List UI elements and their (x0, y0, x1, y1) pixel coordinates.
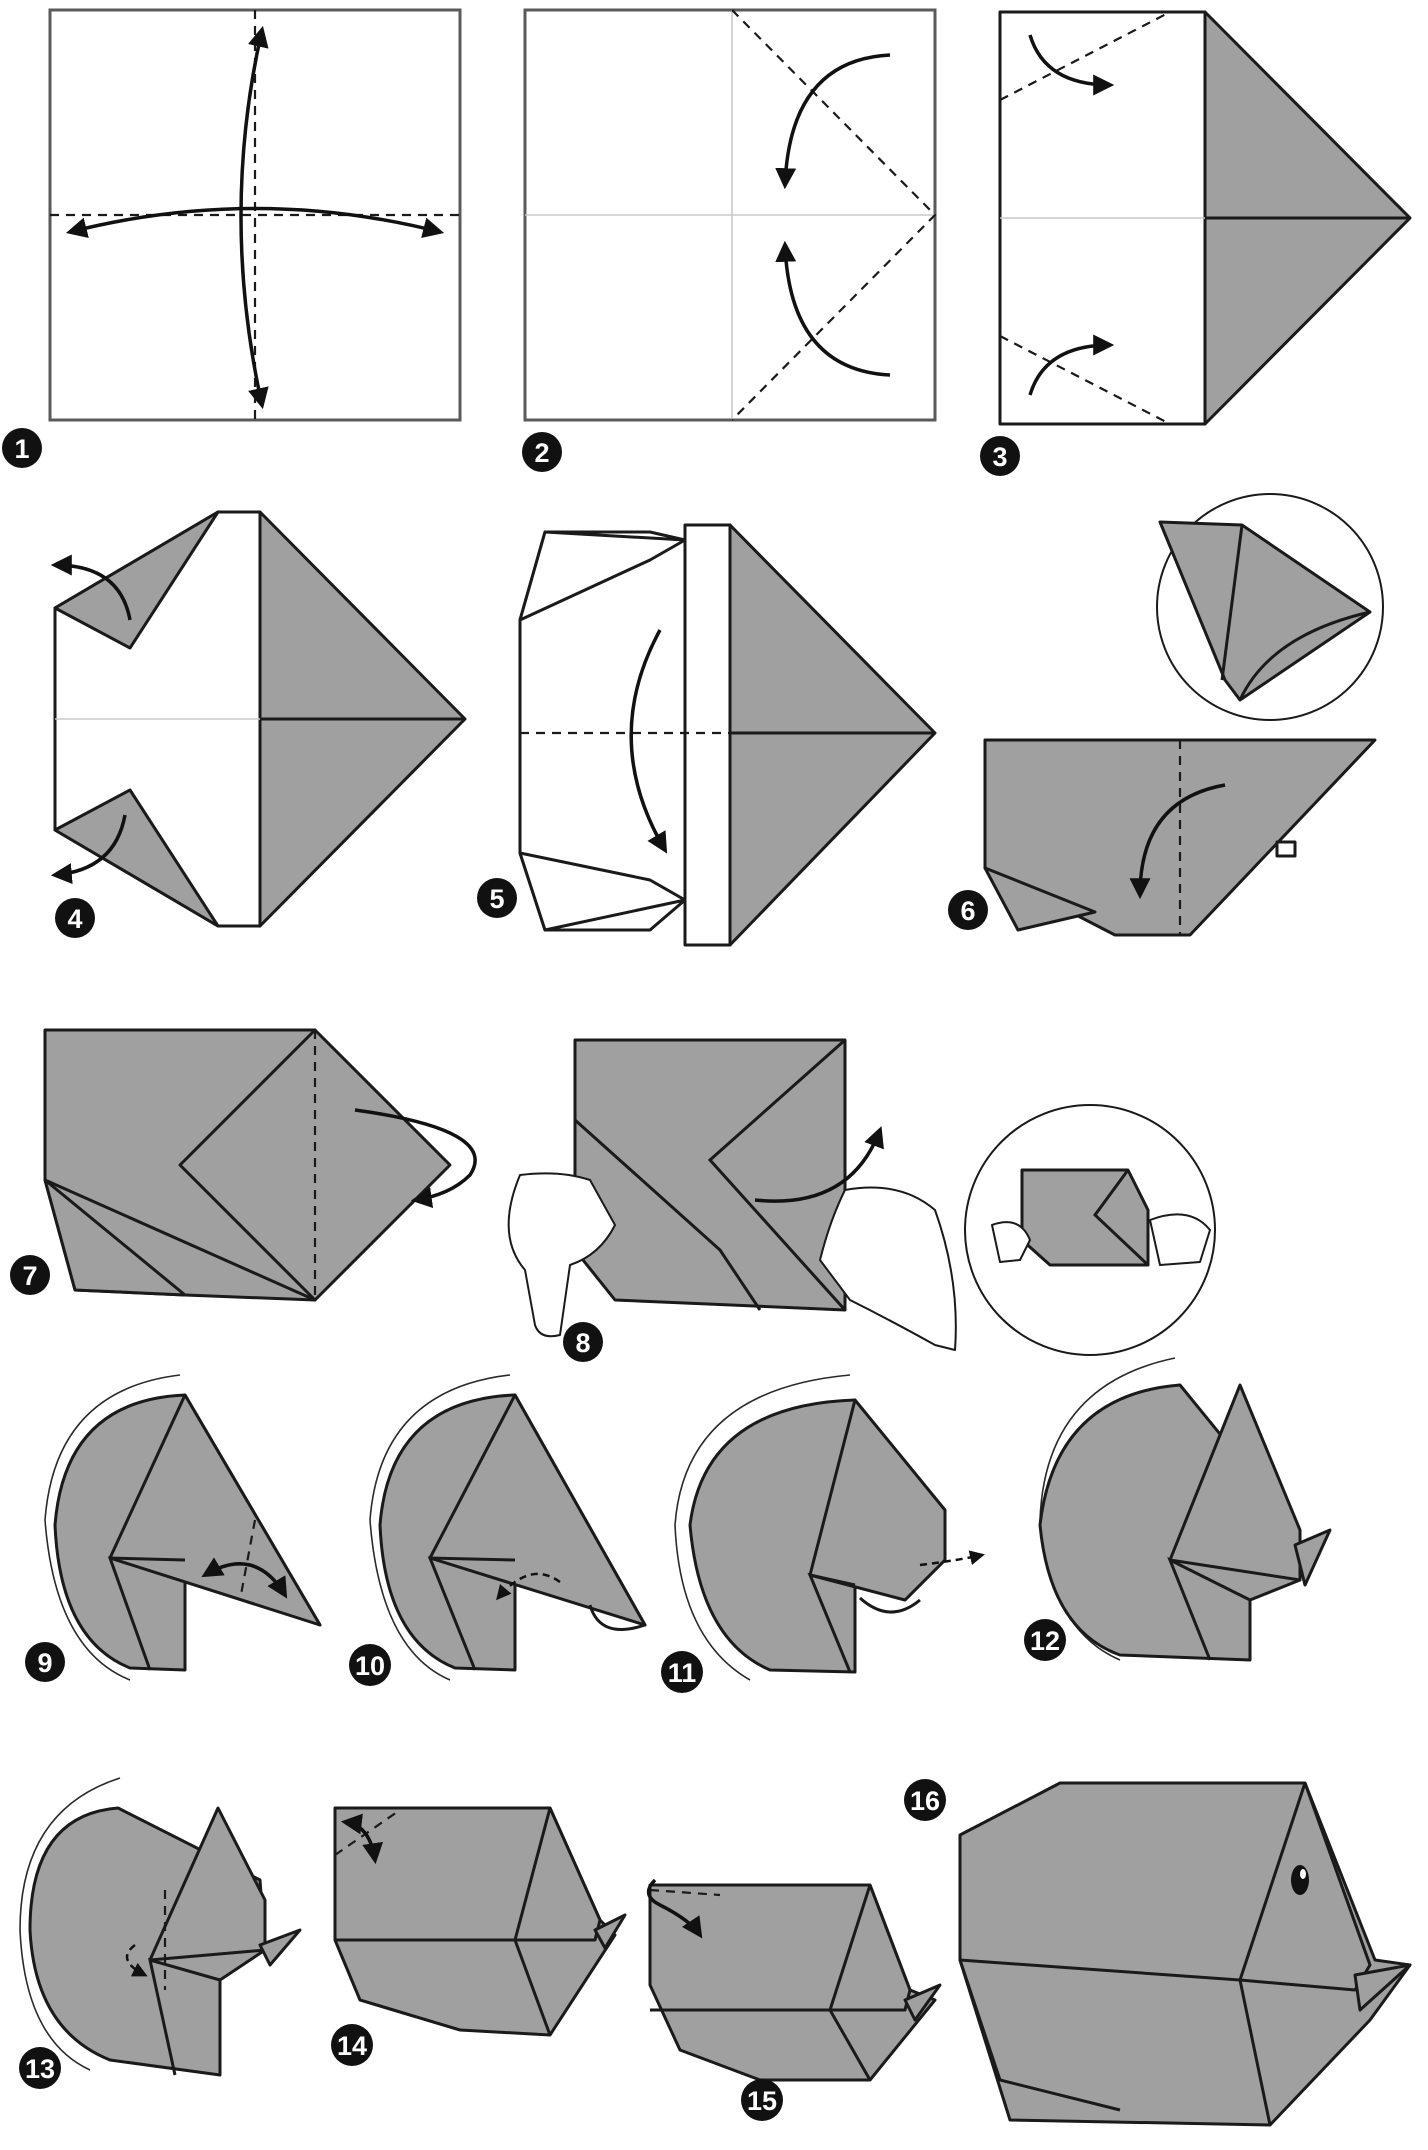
step-11 (674, 1374, 985, 1681)
svg-text:7: 7 (22, 1261, 37, 1291)
step-label-7: 7 (10, 1255, 50, 1295)
svg-text:8: 8 (575, 1328, 590, 1358)
step-10 (369, 1374, 647, 1681)
svg-text:3: 3 (992, 442, 1007, 472)
fold-arrow-icon (354, 1108, 477, 1209)
step-label-16: 16 (904, 1779, 946, 1821)
hand-icon (507, 1172, 616, 1338)
fold-arrow-icon (50, 814, 127, 885)
step-label-12: 12 (1024, 1619, 1066, 1661)
fold-arrow-icon (1129, 783, 1226, 900)
step-6 (983, 493, 1384, 937)
fold-arrow-icon (775, 53, 891, 190)
step-7 (43, 1028, 477, 1302)
step-16 (958, 1781, 1412, 2127)
eye-icon (1291, 1865, 1309, 1895)
step-2 (523, 8, 937, 422)
fold-arrow-icon (239, 25, 269, 410)
fold-arrow-icon (50, 554, 132, 621)
step-label-2: 2 (522, 432, 562, 472)
step-9 (44, 1374, 322, 1681)
hand-icon (819, 1186, 957, 1351)
fold-arrow-icon (1028, 34, 1115, 96)
step-label-6: 6 (948, 890, 988, 930)
fold-arrow-icon (646, 1878, 703, 1939)
svg-text:13: 13 (25, 2054, 55, 2084)
step-3 (998, 10, 1412, 426)
step-label-5: 5 (477, 878, 517, 918)
fold-arrow-icon (340, 1813, 384, 1865)
step-12 (1038, 1357, 1332, 1662)
step-4 (50, 510, 467, 928)
step-13 (19, 1777, 302, 2077)
hand-icon (1149, 1213, 1211, 1266)
svg-text:16: 16 (910, 1786, 940, 1816)
step-1 (48, 8, 462, 422)
step-label-13: 13 (19, 2047, 61, 2089)
svg-text:11: 11 (668, 1658, 697, 1688)
svg-text:4: 4 (67, 904, 82, 934)
fold-arrow-icon (201, 1557, 288, 1599)
svg-text:1: 1 (14, 434, 29, 464)
step-label-9: 9 (25, 1642, 65, 1682)
step-label-8: 8 (563, 1322, 603, 1362)
step-label-3: 3 (980, 436, 1020, 476)
step-15 (646, 1878, 942, 2082)
svg-text:6: 6 (960, 896, 975, 926)
step-5 (518, 523, 937, 947)
hand-icon (991, 1221, 1031, 1263)
step-14 (333, 1806, 627, 2037)
fold-arrow-icon (775, 240, 891, 377)
svg-text:14: 14 (337, 2031, 367, 2061)
svg-text:9: 9 (37, 1648, 52, 1678)
step-label-14: 14 (331, 2024, 373, 2066)
fold-arrow-icon (1028, 334, 1115, 396)
svg-text:12: 12 (1030, 1626, 1060, 1656)
step-label-11: 11 (661, 1651, 703, 1693)
fold-arrow-icon (629, 629, 668, 854)
step-8 (507, 1038, 1216, 1356)
step-label-10: 10 (349, 1644, 391, 1686)
svg-text:5: 5 (489, 884, 504, 914)
step-label-1: 1 (2, 428, 42, 468)
fold-arrow-icon (754, 1126, 884, 1203)
svg-text:15: 15 (747, 2086, 777, 2116)
step-label-4: 4 (55, 898, 95, 938)
step-label-15: 15 (741, 2079, 783, 2121)
svg-text:2: 2 (534, 438, 549, 468)
svg-text:10: 10 (355, 1651, 385, 1681)
